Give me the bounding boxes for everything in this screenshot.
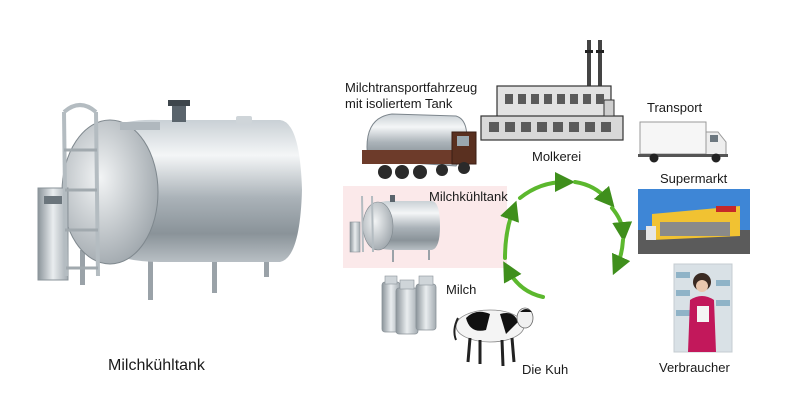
truck-label-line2: mit isoliertem Tank xyxy=(345,96,453,111)
cycle-arrow-6 xyxy=(612,238,631,276)
cow-label: Die Kuh xyxy=(522,362,569,377)
cycle-arrow-4 xyxy=(573,180,615,208)
consumer-label: Verbraucher xyxy=(659,360,730,375)
cycle-arrow-1 xyxy=(503,261,545,299)
main-tank-caption: Milchkühltank xyxy=(108,357,205,374)
transport-label: Transport xyxy=(647,100,703,115)
supermarket-label: Supermarkt xyxy=(660,171,728,186)
cycle-arrow-2 xyxy=(500,200,519,260)
dairy-label: Molkerei xyxy=(532,149,582,164)
tank-label: Milchkühltank xyxy=(429,189,508,204)
truck-label-line1: Milchtransportfahrzeug xyxy=(345,80,478,95)
milk-label: Milch xyxy=(446,282,477,297)
cycle-arrow-3 xyxy=(518,172,575,200)
cycle-arrow-5 xyxy=(610,206,633,242)
